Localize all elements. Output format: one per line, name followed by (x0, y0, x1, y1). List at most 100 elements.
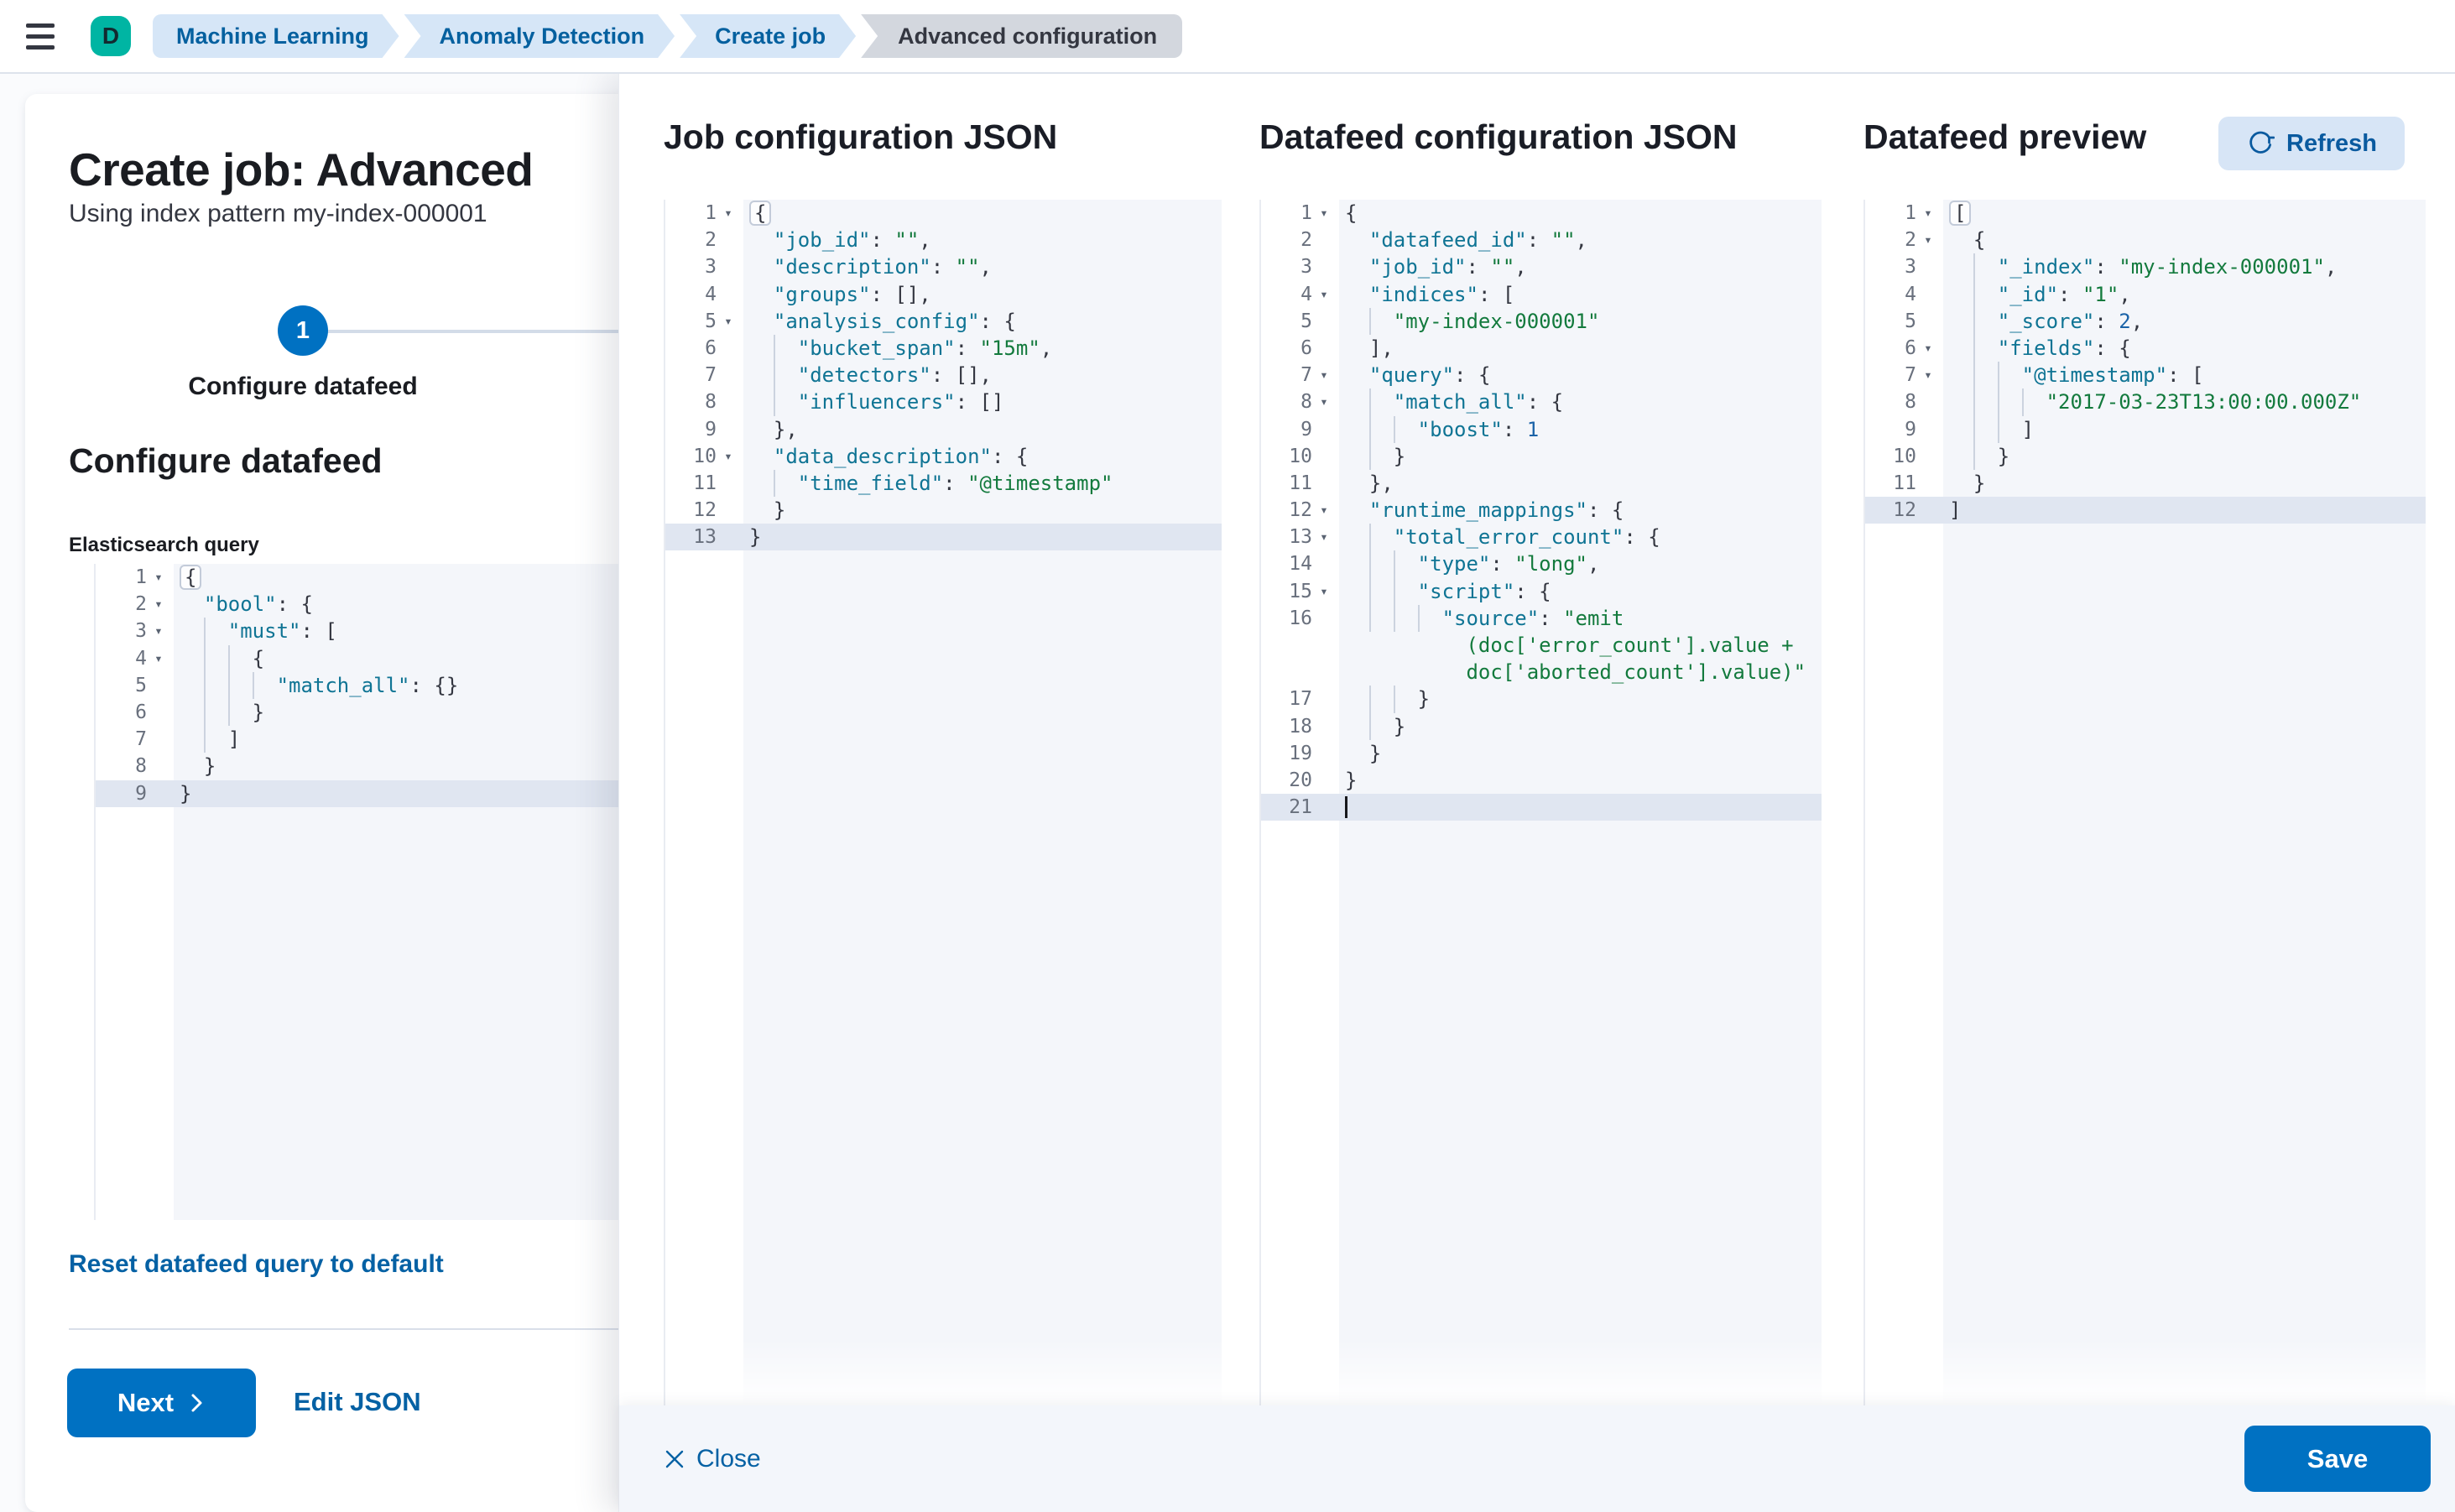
code-line[interactable]: 7] (96, 726, 649, 753)
gutter: 21 (1261, 794, 1339, 821)
fold-toggle-icon[interactable]: ▾ (1924, 205, 1932, 221)
indent-guide (1368, 442, 1394, 470)
reset-datafeed-query-link[interactable]: Reset datafeed query to default (69, 1250, 444, 1278)
menu-icon[interactable] (8, 0, 72, 73)
indent-guide (1973, 388, 1998, 416)
code-line[interactable]: 12] (1865, 497, 2426, 524)
code-content: } (174, 698, 649, 727)
fold-toggle-icon[interactable]: ▾ (1320, 529, 1328, 545)
fold-toggle-icon[interactable]: ▾ (1924, 339, 1932, 356)
fold-toggle-icon[interactable]: ▾ (1320, 582, 1328, 599)
code-line[interactable]: 13▾"total_error_count": { (1261, 524, 1822, 551)
code-line[interactable]: 19} (1261, 740, 1822, 767)
datafeed-preview-editor[interactable]: 1▾[2▾{3"_index": "my-index-000001",4"_id… (1863, 200, 2426, 1405)
code-line[interactable]: 21 (1261, 794, 1822, 821)
indent-guide (1345, 497, 1369, 524)
close-button[interactable]: Close (664, 1405, 761, 1512)
code-line[interactable]: 7▾"@timestamp": [ (1865, 362, 2426, 389)
code-line[interactable]: 15▾"script": { (1261, 577, 1822, 605)
code-line[interactable]: 6"bucket_span": "15m", (665, 334, 1222, 362)
fold-toggle-icon[interactable]: ▾ (154, 649, 163, 666)
code-line[interactable]: 7▾"query": { (1261, 362, 1822, 388)
fold-toggle-icon[interactable]: ▾ (154, 596, 163, 613)
code-line[interactable]: 8▾"match_all": { (1261, 388, 1822, 416)
code-line[interactable]: (doc['error_count'].value + (1261, 632, 1822, 659)
code-line[interactable]: 2"datafeed_id": "", (1261, 227, 1822, 253)
code-line[interactable]: 5"match_all": {} (96, 671, 649, 699)
indent-guide (749, 308, 774, 335)
code-line[interactable]: 12▾"runtime_mappings": { (1261, 497, 1822, 524)
code-line[interactable]: 9"boost": 1 (1261, 415, 1822, 443)
code-line[interactable]: 4"groups": [], (665, 281, 1222, 308)
code-line[interactable]: 10} (1261, 442, 1822, 470)
code-line[interactable]: doc['aborted_count'].value)" (1261, 659, 1822, 686)
fold-toggle-icon[interactable]: ▾ (1924, 232, 1932, 248)
code-line[interactable]: 8"2017-03-23T13:00:00.000Z" (1865, 388, 2426, 416)
gutter: 8 (96, 753, 174, 779)
edit-json-link[interactable]: Edit JSON (294, 1387, 421, 1416)
code-line[interactable]: 20} (1261, 767, 1822, 794)
elasticsearch-query-editor[interactable]: 1▾{2▾"bool": {3▾"must": [4▾{5"match_all"… (94, 564, 649, 1220)
code-line[interactable]: 13} (665, 524, 1222, 551)
save-button[interactable]: Save (2244, 1426, 2431, 1492)
code-line[interactable]: 6], (1261, 335, 1822, 362)
fold-toggle-icon[interactable]: ▾ (1320, 502, 1328, 519)
code-line[interactable]: 11} (1865, 470, 2426, 497)
code-line[interactable]: 6} (96, 698, 649, 727)
code-line[interactable]: 18} (1261, 712, 1822, 740)
code-line[interactable]: 8} (96, 753, 649, 779)
fold-toggle-icon[interactable]: ▾ (1924, 367, 1932, 383)
code-line[interactable]: 5▾"analysis_config": { (665, 308, 1222, 335)
code-line[interactable]: 12} (665, 497, 1222, 524)
fold-toggle-icon[interactable]: ▾ (154, 569, 163, 585)
fold-toggle-icon[interactable]: ▾ (1320, 285, 1328, 302)
datafeed-config-editor[interactable]: 1▾{2"datafeed_id": "",3"job_id": "",4▾"i… (1259, 200, 1822, 1405)
code-line[interactable]: 3"description": "", (665, 253, 1222, 280)
code-line[interactable]: 10▾"data_description": { (665, 443, 1222, 470)
code-line[interactable]: 7"detectors": [], (665, 362, 1222, 389)
code-line[interactable]: 10} (1865, 442, 2426, 470)
code-line[interactable]: 3"job_id": "", (1261, 253, 1822, 280)
code-line[interactable]: 2▾"bool": { (96, 591, 649, 618)
code-line[interactable]: 1▾{ (665, 200, 1222, 227)
code-line[interactable]: 8"influencers": [] (665, 388, 1222, 416)
breadcrumb-machine-learning[interactable]: Machine Learning (153, 14, 399, 58)
code-line[interactable]: 17} (1261, 686, 1822, 713)
code-line[interactable]: 4▾{ (96, 644, 649, 672)
next-button[interactable]: Next (67, 1369, 256, 1437)
text-cursor (1345, 796, 1347, 819)
code-line[interactable]: 1▾{ (1261, 200, 1822, 227)
code-line[interactable]: 1▾{ (96, 564, 649, 591)
code-line[interactable]: 1▾[ (1865, 200, 2426, 227)
fold-toggle-icon[interactable]: ▾ (1320, 394, 1328, 410)
code-line[interactable]: 3▾"must": [ (96, 618, 649, 645)
code-line[interactable]: 14"type": "long", (1261, 550, 1822, 578)
code-line[interactable]: 4"_id": "1", (1865, 280, 2426, 308)
code-line[interactable]: 9} (96, 779, 649, 807)
code-line[interactable]: 3"_index": "my-index-000001", (1865, 253, 2426, 281)
fold-toggle-icon[interactable]: ▾ (724, 312, 732, 329)
code-line[interactable]: 16"source": "emit (1261, 604, 1822, 632)
refresh-button[interactable]: Refresh (2218, 117, 2405, 170)
fold-toggle-icon[interactable]: ▾ (724, 447, 732, 464)
breadcrumb-create-job[interactable]: Create job (680, 14, 856, 58)
fold-toggle-icon[interactable]: ▾ (1320, 367, 1328, 383)
avatar[interactable]: D (91, 16, 131, 56)
code-line[interactable]: 2▾{ (1865, 227, 2426, 253)
fold-toggle-icon[interactable]: ▾ (1320, 205, 1328, 221)
code-line[interactable]: 2"job_id": "", (665, 227, 1222, 253)
code-line[interactable]: 9] (1865, 415, 2426, 443)
job-config-editor[interactable]: 1▾{2"job_id": "",3"description": "",4"gr… (664, 200, 1222, 1405)
code-line[interactable]: 9}, (665, 416, 1222, 443)
code-line[interactable]: 6▾"fields": { (1865, 334, 2426, 362)
fold-toggle-icon[interactable]: ▾ (724, 205, 732, 221)
fold-toggle-icon[interactable]: ▾ (154, 623, 163, 639)
code-line[interactable]: 11"time_field": "@timestamp" (665, 469, 1222, 498)
code-line[interactable]: 4▾"indices": [ (1261, 281, 1822, 308)
code-line[interactable]: 5"my-index-000001" (1261, 307, 1822, 335)
step-1-indicator[interactable]: 1 (278, 305, 328, 356)
top-navigation-bar: D Machine Learning Anomaly Detection Cre… (0, 0, 2455, 74)
code-line[interactable]: 11}, (1261, 470, 1822, 497)
breadcrumb-anomaly-detection[interactable]: Anomaly Detection (404, 14, 675, 58)
code-line[interactable]: 5"_score": 2, (1865, 307, 2426, 335)
